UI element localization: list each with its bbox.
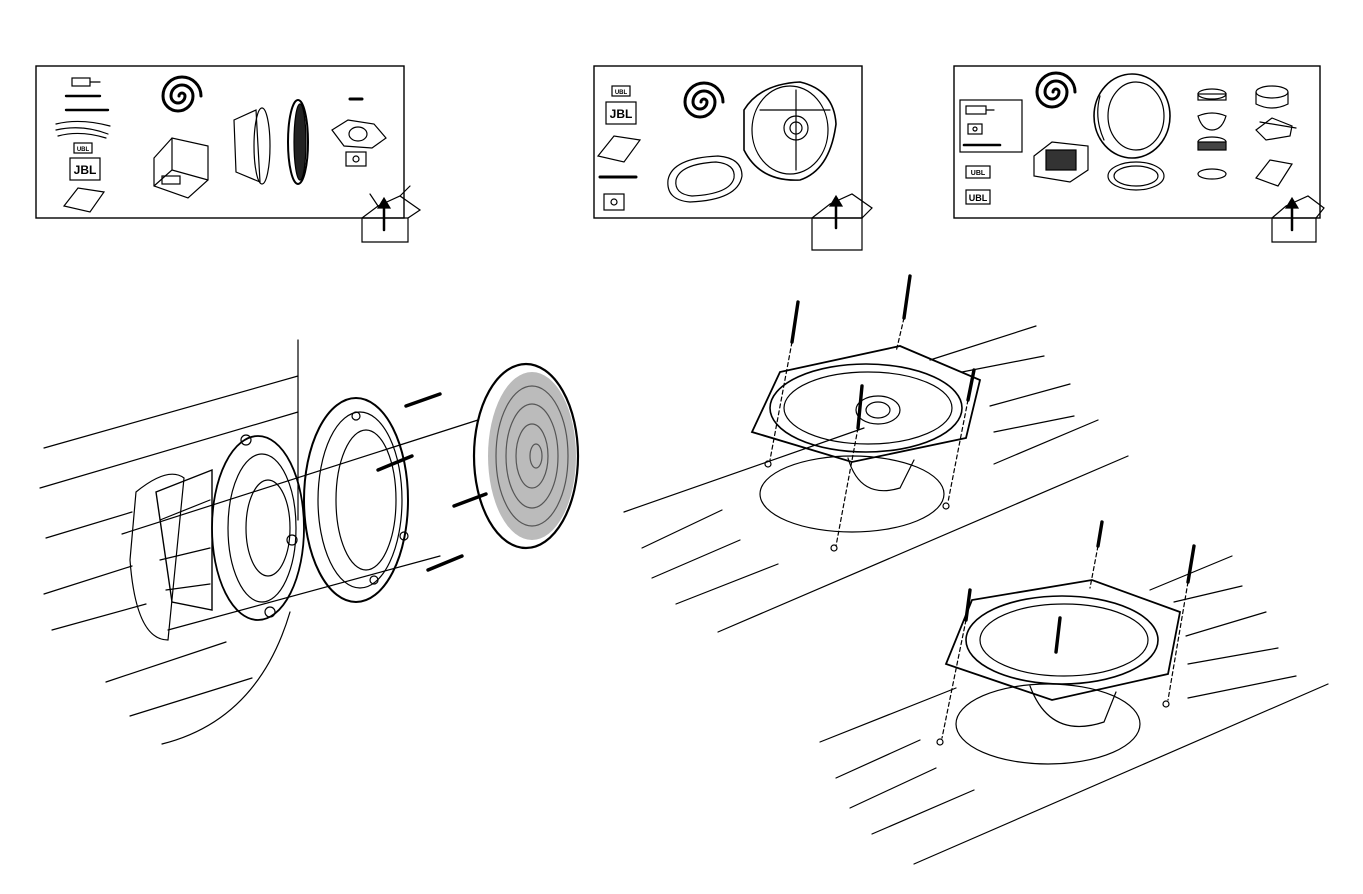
screw-icon (792, 276, 974, 428)
screw-icon (378, 394, 486, 570)
manual-icon (64, 188, 104, 212)
oval-coaxial-install-lower (820, 522, 1328, 864)
woofer-icon (1094, 74, 1170, 158)
wire-coil-icon (1037, 73, 1075, 107)
mounting-ring-icon (304, 398, 408, 602)
wire-coil-icon (163, 77, 201, 111)
grille-icon (474, 364, 578, 548)
badge-icon: UBL (966, 166, 990, 178)
mounting-ring-icon (1108, 162, 1164, 190)
panel-coaxial-kit: UBL JBL (594, 66, 872, 250)
coaxial-speaker-icon (744, 82, 836, 180)
oval-coaxial-install-upper (624, 276, 1128, 632)
coaxial-speaker-icon (752, 346, 980, 491)
manual-icon (1256, 160, 1292, 186)
open-box-arrow-icon (362, 186, 420, 242)
wire-coil-icon (685, 83, 723, 117)
badge-icon: UBL (74, 143, 92, 153)
tweeter-mount-icon (332, 99, 386, 166)
woofer-icon (156, 435, 304, 620)
leader-lines (820, 556, 1328, 864)
screw-icon (966, 522, 1194, 652)
woofer-side-icon (234, 108, 270, 184)
grille-side-icon (288, 100, 308, 184)
logo-badge-icon: UBL (966, 190, 990, 204)
crossover-icon (1034, 142, 1088, 182)
tweeter-parts-icon (1198, 89, 1226, 179)
leader-lines (40, 340, 298, 744)
badge-icon: UBL (612, 86, 630, 96)
svg-text:UBL: UBL (77, 147, 90, 153)
mounting-ring-icon (668, 156, 742, 202)
tweeter-cup-icon (1256, 86, 1288, 108)
small-parts-icon (964, 106, 1000, 145)
svg-text:UBL: UBL (615, 90, 628, 96)
svg-text:JBL: JBL (610, 107, 633, 121)
manual-icon (598, 136, 640, 162)
small-parts-icon (56, 78, 110, 138)
mounting-cutout (956, 684, 1140, 764)
open-box-arrow-icon (1272, 196, 1324, 242)
open-box-arrow-icon (812, 194, 872, 250)
bracket-icon (1256, 118, 1296, 140)
svg-text:UBL: UBL (969, 193, 988, 203)
coaxial-speaker-icon (946, 580, 1180, 727)
crossover-icon (154, 138, 208, 198)
clip-icon (604, 194, 624, 210)
panel-component-kit: UBL JBL (36, 66, 420, 242)
svg-text:UBL: UBL (971, 170, 986, 177)
component-woofer-exploded-figure (40, 340, 578, 744)
svg-text:JBL: JBL (74, 163, 97, 177)
mounting-cutout (760, 456, 944, 532)
logo-badge-icon: JBL (70, 158, 100, 180)
logo-badge-icon: JBL (606, 102, 636, 124)
panel-component-system-kit: UBL UBL (954, 66, 1324, 242)
